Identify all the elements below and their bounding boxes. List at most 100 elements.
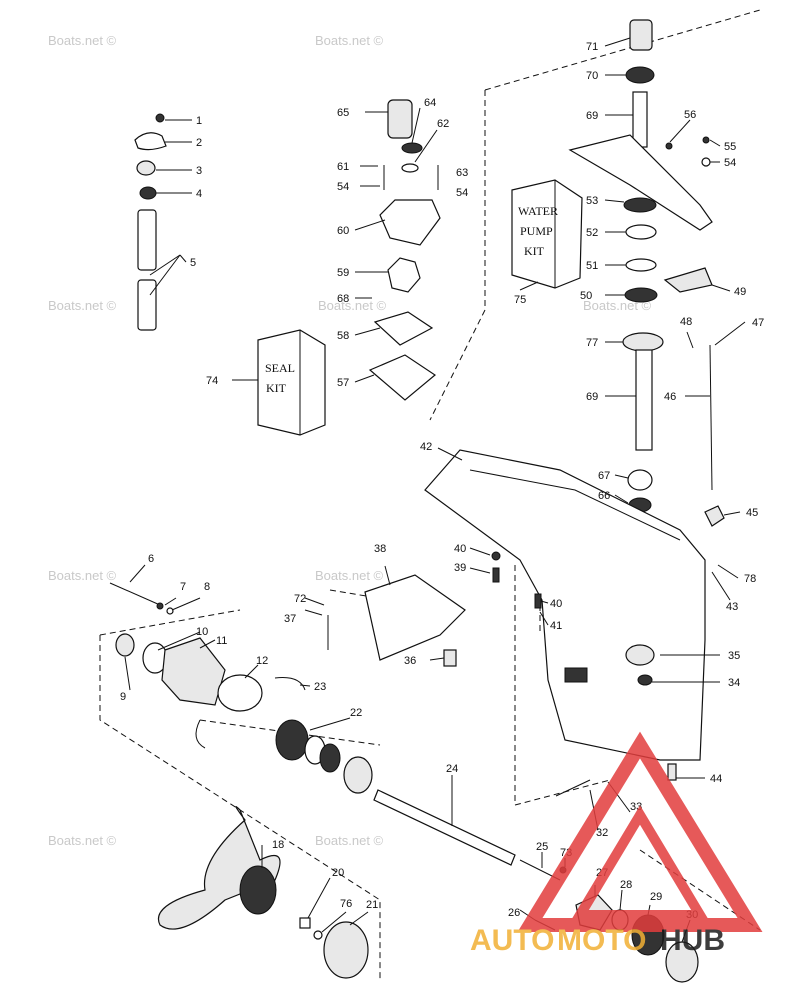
callout-78: 78 <box>744 573 756 585</box>
part-56-pin <box>665 142 673 150</box>
part-6-bolt <box>109 582 161 606</box>
part-3-bushing <box>136 160 156 176</box>
callout-52: 52 <box>586 227 598 239</box>
leader-lines <box>124 37 746 943</box>
callout-40-upper: 40 <box>454 543 466 555</box>
callout-9: 9 <box>120 691 126 703</box>
callout-45: 45 <box>746 507 758 519</box>
callout-37: 37 <box>284 613 296 625</box>
callout-62: 62 <box>437 118 449 130</box>
propeller-parts <box>157 806 369 979</box>
part-70-bearing <box>625 66 655 84</box>
callout-75: 75 <box>514 294 526 306</box>
callout-46: 46 <box>664 391 676 403</box>
callout-6: 6 <box>148 553 154 565</box>
callout-56: 56 <box>684 109 696 121</box>
part-5-tube-lower <box>137 279 157 331</box>
logo-text-hub: HUB <box>660 924 725 957</box>
part-12-oring <box>217 674 263 712</box>
part-49-anode-bracket <box>568 134 713 231</box>
callout-59: 59 <box>337 267 349 279</box>
part-24-shaft <box>373 789 516 866</box>
watermark-text: Boats.net © <box>315 33 384 48</box>
callout-43: 43 <box>726 601 738 613</box>
callout-69-upper: 69 <box>586 110 598 122</box>
logo-text-moto: MOTO <box>557 924 646 957</box>
callout-21: 21 <box>366 899 378 911</box>
automotohub-logo: AUTO MOTO HUB <box>470 731 763 957</box>
callout-labels: 1 2 3 4 5 6 7 8 9 10 11 12 18 20 21 22 2… <box>120 41 764 921</box>
callout-49: 49 <box>734 286 746 298</box>
callout-18: 18 <box>272 839 284 851</box>
callout-47: 47 <box>752 317 764 329</box>
part-36-bolt <box>443 649 457 667</box>
gear-housing <box>424 449 706 781</box>
part-49-plate <box>663 267 713 293</box>
callout-68: 68 <box>337 293 349 305</box>
callout-34: 34 <box>728 677 740 689</box>
part-76-nut <box>313 930 323 940</box>
callout-67: 67 <box>598 470 610 482</box>
seal-kit-label-line2: KIT <box>266 381 287 395</box>
callout-48: 48 <box>680 316 692 328</box>
callout-66: 66 <box>598 490 610 502</box>
part-52-seal <box>625 224 657 240</box>
callout-35: 35 <box>728 650 740 662</box>
drive-shaft-parts <box>568 19 725 527</box>
callout-77: 77 <box>586 337 598 349</box>
callout-32: 32 <box>596 827 608 839</box>
part-1-screw <box>155 113 165 123</box>
callout-4: 4 <box>196 188 202 200</box>
part-18-propeller <box>157 806 281 930</box>
callout-72: 72 <box>294 593 306 605</box>
part-65-grommet <box>387 99 413 139</box>
watermark-text: Boats.net © <box>48 298 117 313</box>
part-34-plug <box>637 674 653 686</box>
callout-41: 41 <box>550 620 562 632</box>
callout-70: 70 <box>586 70 598 82</box>
part-59-impeller <box>387 257 421 293</box>
callout-76: 76 <box>340 898 352 910</box>
part-21-hub <box>323 921 369 979</box>
part-62-seal <box>401 163 419 173</box>
callout-22: 22 <box>350 707 362 719</box>
callout-25: 25 <box>536 841 548 853</box>
callout-60: 60 <box>337 225 349 237</box>
callout-50: 50 <box>580 290 592 302</box>
part-69-shaft-upper <box>632 91 648 148</box>
part-39-screw <box>492 567 500 583</box>
callout-54-right: 54 <box>724 157 736 169</box>
part-40-screw <box>534 593 542 609</box>
callout-29: 29 <box>650 891 662 903</box>
watermark-text: Boats.net © <box>48 568 117 583</box>
part-20-washer <box>299 917 311 929</box>
callout-23: 23 <box>314 681 326 693</box>
callout-54-left: 54 <box>337 181 349 193</box>
callout-28: 28 <box>620 879 632 891</box>
part-44-plug <box>667 763 677 781</box>
watermark-text: Boats.net © <box>48 833 117 848</box>
shift-shaft-parts <box>134 113 167 331</box>
part-42-gear-housing <box>424 449 706 761</box>
part-71-cap <box>629 19 653 51</box>
callout-58: 58 <box>337 330 349 342</box>
callout-44: 44 <box>710 773 722 785</box>
part-58-plate <box>373 311 434 346</box>
callout-55: 55 <box>724 141 736 153</box>
water-pump-kit-box: WATER PUMP KIT <box>511 179 583 289</box>
part-69-shaft-lower <box>635 349 653 451</box>
callout-36: 36 <box>404 655 416 667</box>
part-45-coupler <box>704 505 725 527</box>
watermark-text: Boats.net © <box>318 298 387 313</box>
part-2-bracket <box>134 132 167 151</box>
callout-38: 38 <box>374 543 386 555</box>
callout-10: 10 <box>196 626 208 638</box>
callout-74: 74 <box>206 375 218 387</box>
callout-69-lower: 69 <box>586 391 598 403</box>
part-57-gasket <box>368 354 437 401</box>
seal-kit-box: SEAL KIT <box>257 329 326 436</box>
part-7-washer <box>156 602 164 610</box>
part-60-pump-housing <box>379 199 441 246</box>
